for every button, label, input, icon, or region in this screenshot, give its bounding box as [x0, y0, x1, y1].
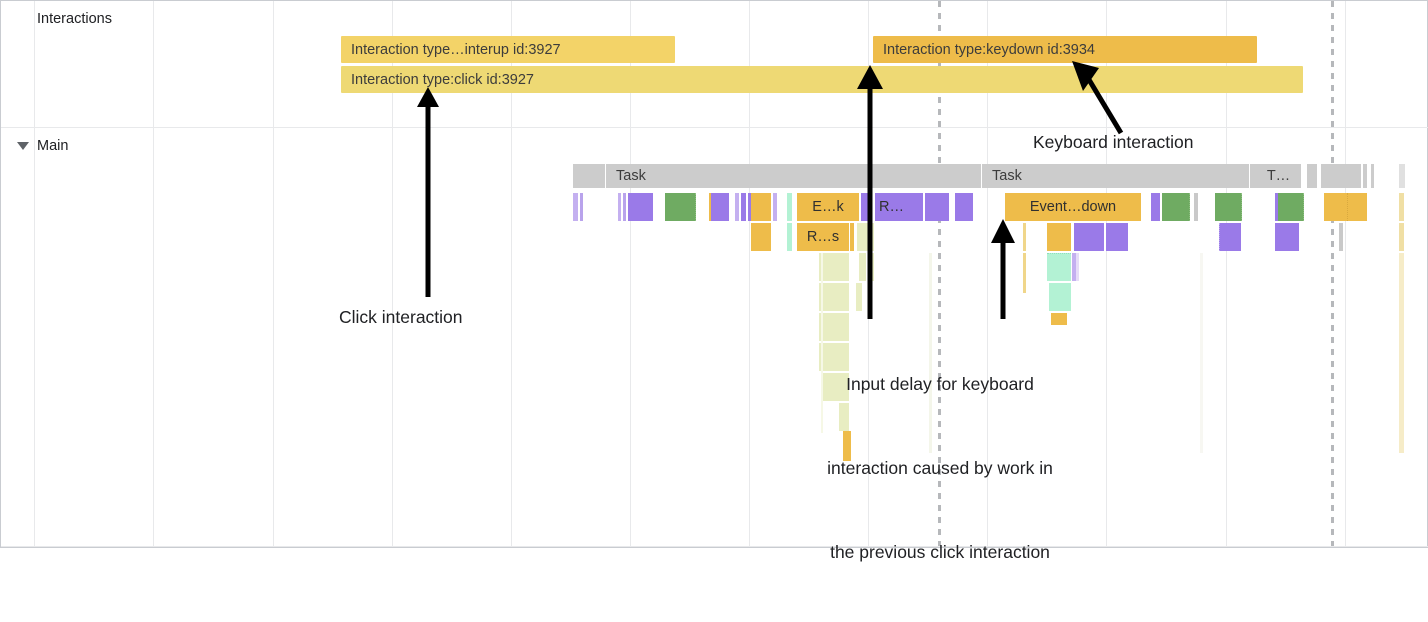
bottom-divider — [1, 546, 1428, 547]
annotation-input-delay-line-2: interaction caused by work in — [827, 458, 1053, 478]
annotation-keyboard-interaction-label: Keyboard interaction — [1033, 132, 1194, 152]
annotation-click-interaction-label: Click interaction — [339, 307, 463, 327]
interaction-bar-pointer[interactable]: Interaction type…interup id:3927 — [341, 36, 675, 63]
arrow-input-delay-upper — [857, 65, 883, 319]
arrow-keyboard-interaction — [1072, 61, 1124, 135]
interaction-bar-keydown-label: Interaction type:keydown id:3934 — [883, 41, 1095, 58]
annotation-input-delay-label: Input delay for keyboard interaction cau… — [783, 314, 1097, 622]
track-label-main[interactable]: Main — [37, 138, 69, 154]
arrow-click-interaction — [417, 87, 439, 297]
track-label-interactions[interactable]: Interactions — [37, 11, 112, 27]
track-divider — [1, 127, 1428, 128]
annotation-arrows — [417, 61, 1124, 319]
interaction-bar-click-label: Interaction type:click id:3927 — [351, 71, 534, 88]
arrow-input-delay-lower — [991, 219, 1015, 319]
interaction-bar-keydown[interactable]: Interaction type:keydown id:3934 — [873, 36, 1257, 63]
interaction-bar-click[interactable]: Interaction type:click id:3927 — [341, 66, 1303, 93]
annotation-input-delay-line-3: the previous click interaction — [830, 542, 1050, 562]
annotation-input-delay-line-1: Input delay for keyboard — [846, 374, 1034, 394]
chevron-down-icon[interactable] — [17, 142, 29, 150]
performance-panel: Interactions Main Interaction type…inter… — [0, 0, 1428, 562]
interaction-bar-pointer-label: Interaction type…interup id:3927 — [351, 41, 561, 58]
